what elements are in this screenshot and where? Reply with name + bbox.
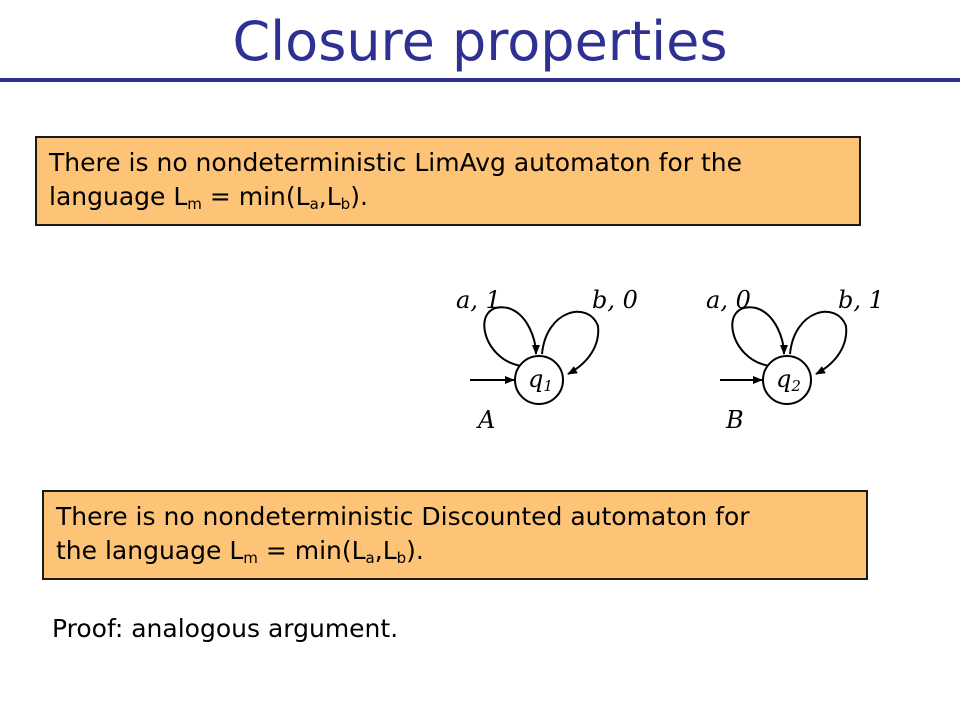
- loop-label-b-left: a, 0: [706, 286, 751, 314]
- theorem-text-mid: = min(L: [257, 536, 366, 565]
- state-q1: [514, 355, 564, 405]
- theorem-text-comma: ,L: [374, 536, 397, 565]
- loop-label-a-right: b, 0: [592, 286, 638, 314]
- subscript-a: a: [309, 195, 319, 213]
- self-loop-a-right: [541, 310, 600, 375]
- subscript-b: b: [340, 195, 351, 213]
- theorem-line-2: language Lm = min(La,Lb).: [49, 180, 851, 214]
- self-loop-b-right: [789, 310, 848, 375]
- slide-title: Closure properties: [232, 10, 728, 73]
- automata-diagram: a, 1 b, 0 q1 A a, 0 b, 1 q2 B: [456, 286, 884, 434]
- theorem-text-prefix: the language L: [56, 536, 244, 565]
- title-underline: [0, 78, 960, 82]
- subscript-a: a: [365, 549, 375, 567]
- subscript-b: b: [396, 549, 407, 567]
- automaton-name-b: B: [725, 406, 744, 434]
- subscript-m: m: [243, 549, 258, 567]
- theorem-box-limavg: There is no nondeterministic LimAvg auto…: [35, 136, 861, 226]
- theorem-text-mid: = min(L: [201, 182, 310, 211]
- loop-label-a-left: a, 1: [456, 286, 501, 314]
- automaton-a: a, 1 b, 0 q1 A: [456, 286, 638, 434]
- proof-text: Proof: analogous argument.: [52, 614, 399, 643]
- theorem-text: There is no nondeterministic Discounted …: [56, 502, 750, 531]
- theorem-line-1: There is no nondeterministic Discounted …: [56, 500, 858, 534]
- state-q2: [762, 355, 812, 405]
- loop-label-b-right: b, 1: [838, 286, 884, 314]
- state-label-q2: q2: [776, 365, 801, 395]
- state-label-q1: q1: [528, 365, 553, 395]
- theorem-text-comma: ,L: [318, 182, 341, 211]
- theorem-line-2: the language Lm = min(La,Lb).: [56, 534, 858, 568]
- theorem-text-suffix: ).: [406, 536, 424, 565]
- self-loop-b-left: [731, 306, 788, 367]
- self-loop-a-left: [483, 306, 540, 367]
- theorem-text-prefix: language L: [49, 182, 188, 211]
- theorem-line-1: There is no nondeterministic LimAvg auto…: [49, 146, 851, 180]
- theorem-text: There is no nondeterministic LimAvg auto…: [49, 148, 743, 177]
- automaton-name-a: A: [476, 406, 495, 434]
- theorem-box-discounted: There is no nondeterministic Discounted …: [42, 490, 868, 580]
- theorem-text-suffix: ).: [350, 182, 368, 211]
- automaton-b: a, 0 b, 1 q2 B: [706, 286, 884, 434]
- subscript-m: m: [187, 195, 202, 213]
